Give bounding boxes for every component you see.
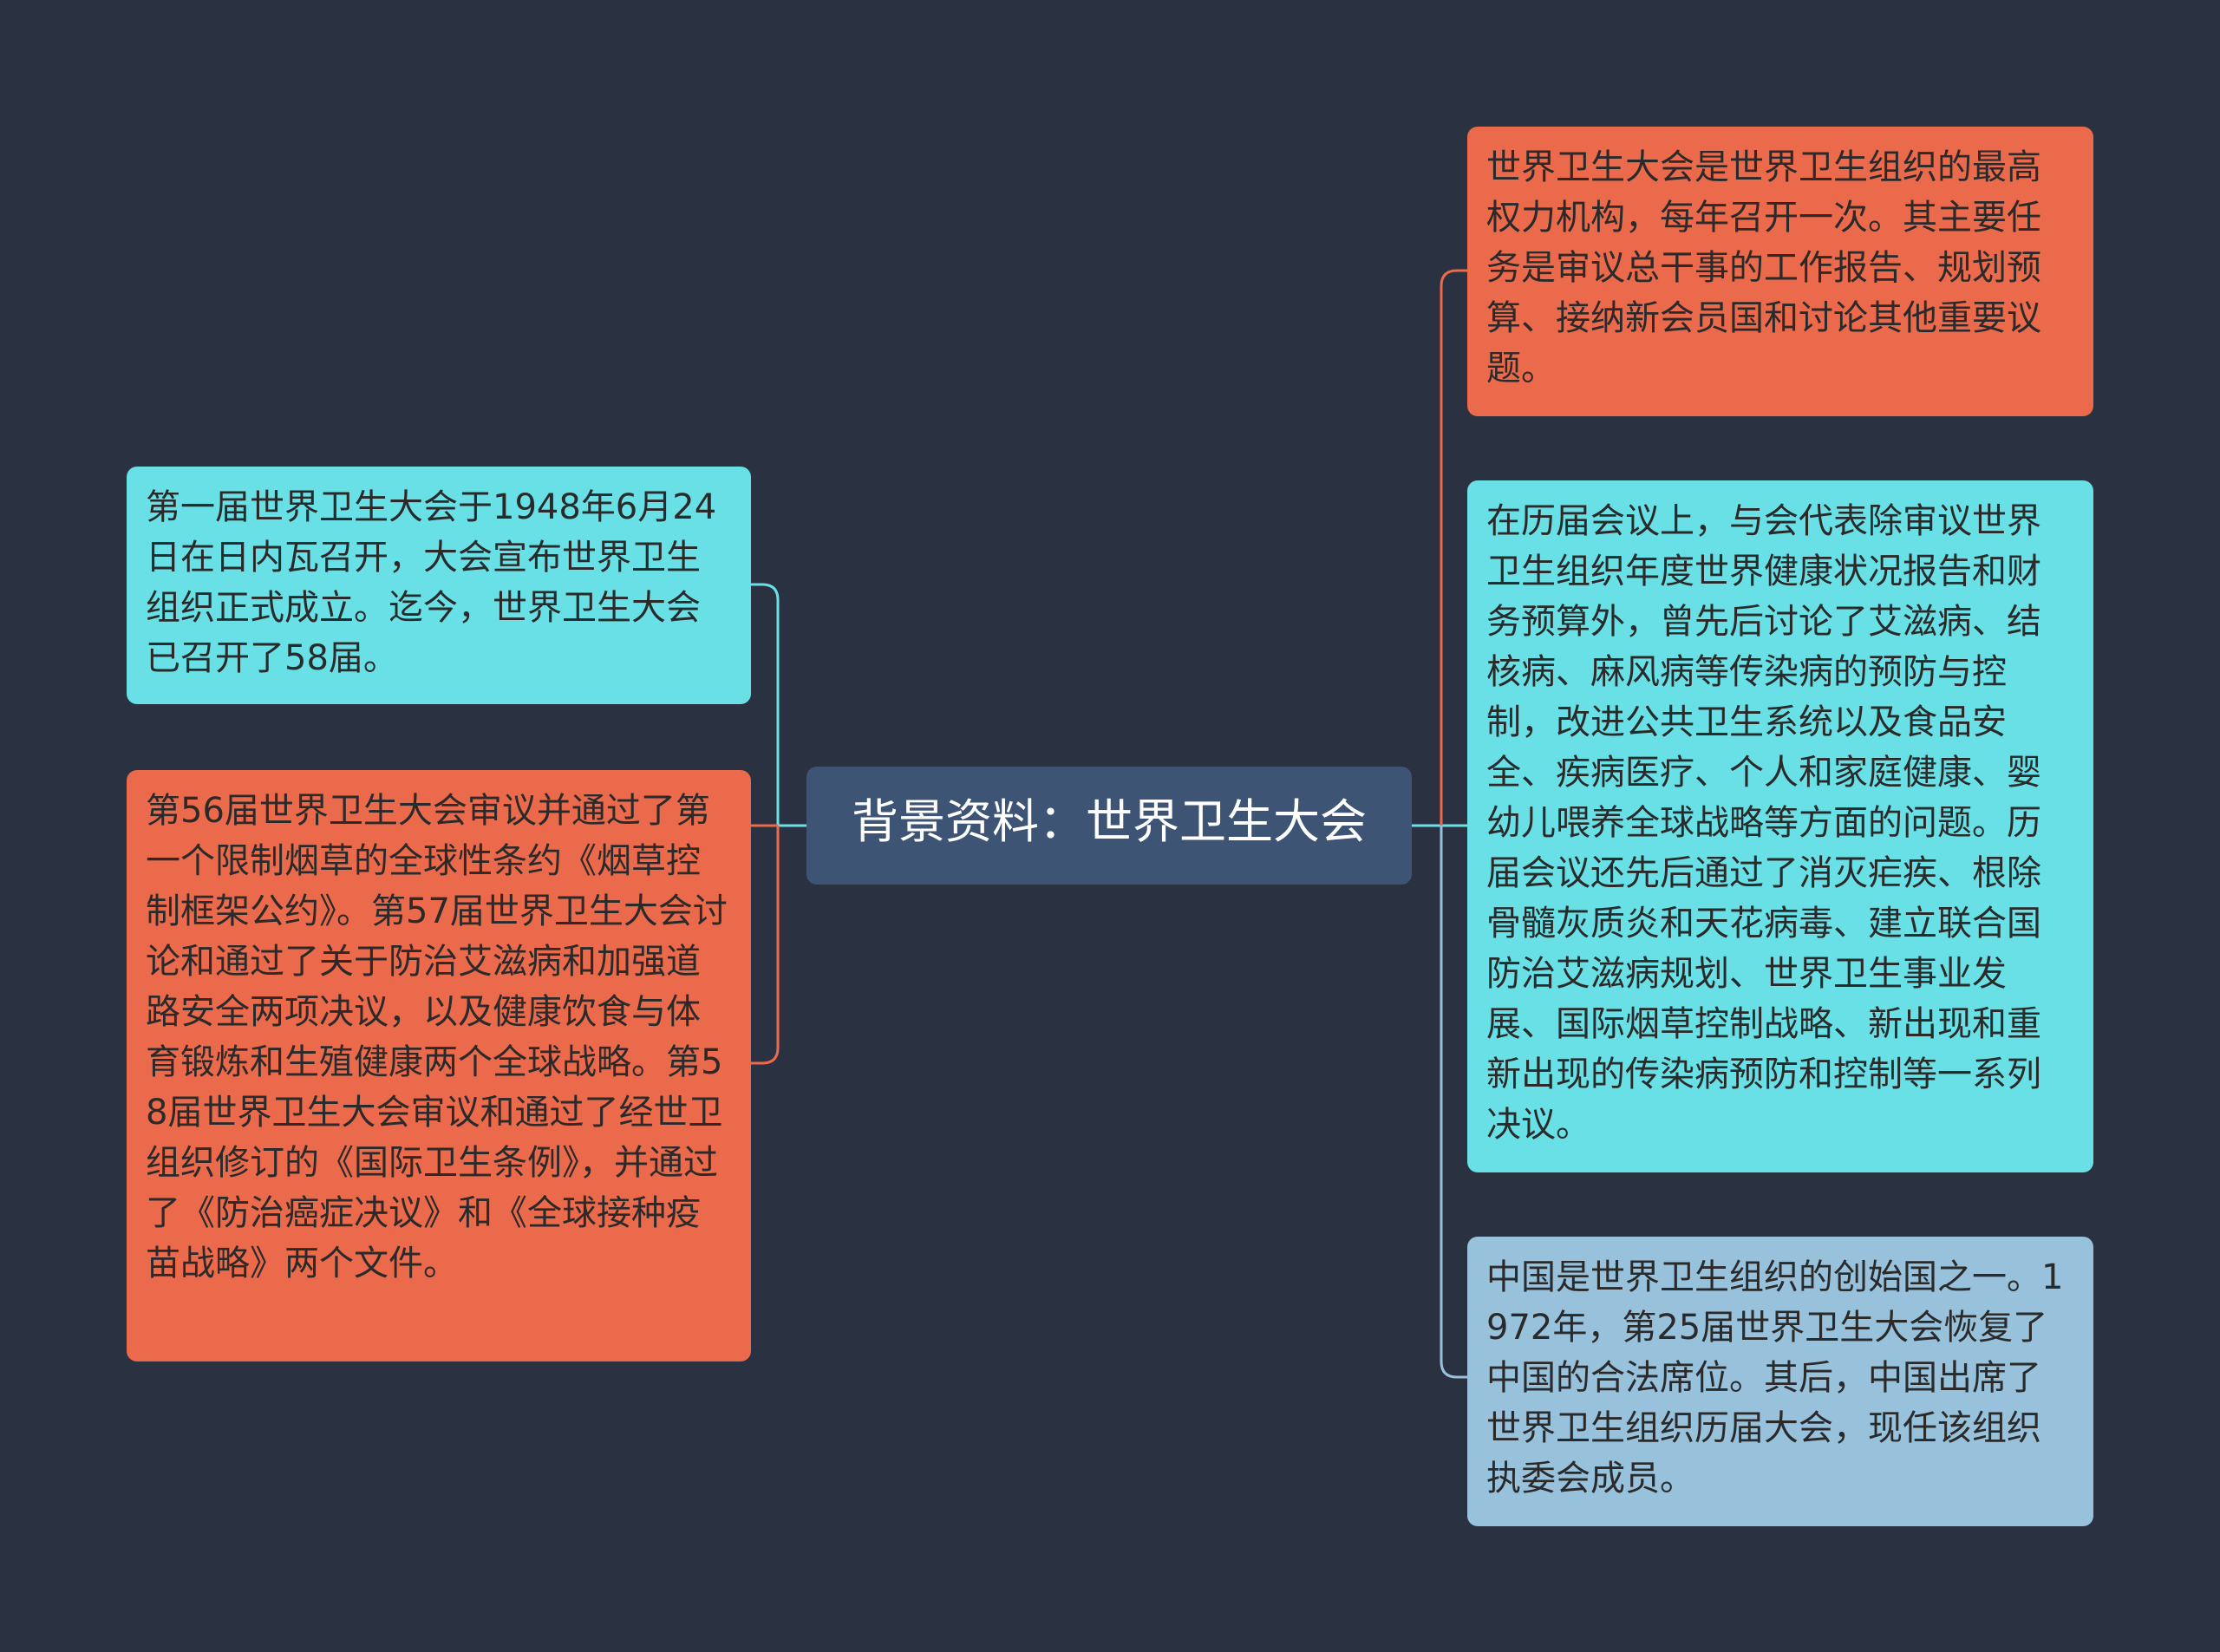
right-node-2[interactable]: 在历届会议上，与会代表除审议世界卫生组织年度世界健康状况报告和财务预算外，曾先后… bbox=[1467, 480, 2093, 1172]
left-node-2-text: 第56届世界卫生大会审议并通过了第一个限制烟草的全球性条约《烟草控制框架公约》。… bbox=[146, 791, 728, 1283]
right-node-3-text: 中国是世界卫生组织的创始国之一。1972年，第25届世界卫生大会恢复了中国的合法… bbox=[1486, 1257, 2064, 1499]
left-node-1[interactable]: 第一届世界卫生大会于1948年6月24日在日内瓦召开，大会宣布世界卫生组织正式成… bbox=[127, 467, 751, 704]
center-topic-label: 背景资料：世界卫生大会 bbox=[852, 794, 1367, 849]
connector-right-1 bbox=[1440, 269, 1467, 826]
right-node-1-text: 世界卫生大会是世界卫生组织的最高权力机构，每年召开一次。其主要任务是审议总干事的… bbox=[1486, 147, 2041, 389]
right-node-1[interactable]: 世界卫生大会是世界卫生组织的最高权力机构，每年召开一次。其主要任务是审议总干事的… bbox=[1467, 127, 2093, 416]
right-node-3[interactable]: 中国是世界卫生组织的创始国之一。1972年，第25届世界卫生大会恢复了中国的合法… bbox=[1467, 1237, 2093, 1526]
left-node-2[interactable]: 第56届世界卫生大会审议并通过了第一个限制烟草的全球性条约《烟草控制框架公约》。… bbox=[127, 770, 751, 1361]
connector-right-3 bbox=[1440, 826, 1467, 1379]
right-node-2-text: 在历届会议上，与会代表除审议世界卫生组织年度世界健康状况报告和财务预算外，曾先后… bbox=[1486, 501, 2041, 1145]
center-topic[interactable]: 背景资料：世界卫生大会 bbox=[806, 767, 1412, 885]
connector-left-2 bbox=[751, 826, 780, 1065]
connector-left-1 bbox=[751, 583, 780, 826]
left-node-1-text: 第一届世界卫生大会于1948年6月24日在日内瓦召开，大会宣布世界卫生组织正式成… bbox=[146, 487, 717, 678]
